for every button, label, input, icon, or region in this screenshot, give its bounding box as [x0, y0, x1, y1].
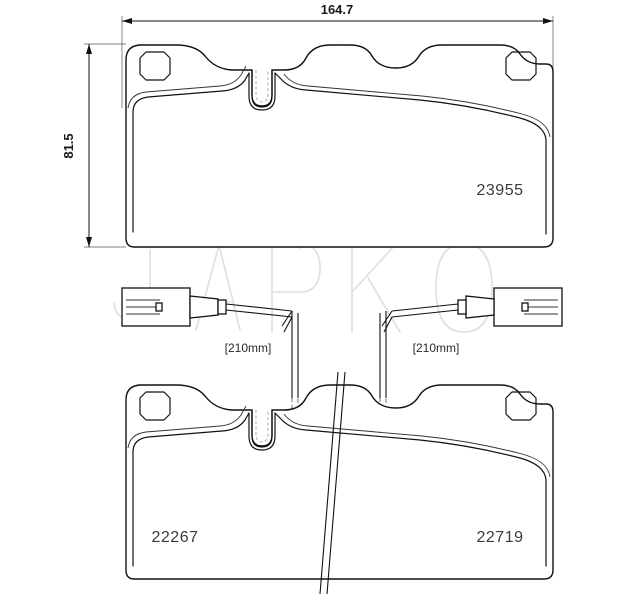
width-dimension: 164.7	[121, 2, 554, 108]
sensor-cable-routing	[319, 371, 346, 595]
lower-brake-pad: 22267 22719	[125, 384, 554, 580]
height-dimension: 81.5	[61, 43, 126, 248]
left-cable-length-label: [210mm]	[225, 341, 272, 355]
width-dimension-label: 164.7	[321, 2, 354, 17]
upper-pad-part-number: 23955	[477, 182, 524, 199]
upper-brake-pad: 23955	[125, 44, 554, 248]
lower-pad-right-part-number: 22719	[477, 529, 524, 546]
right-cable-length-label: [210mm]	[413, 341, 460, 355]
right-wear-sensor: [210mm]	[379, 287, 563, 449]
lower-pad-left-part-number: 22267	[152, 529, 199, 546]
height-dimension-label: 81.5	[61, 133, 76, 158]
left-wear-sensor: [210mm]	[121, 287, 299, 449]
